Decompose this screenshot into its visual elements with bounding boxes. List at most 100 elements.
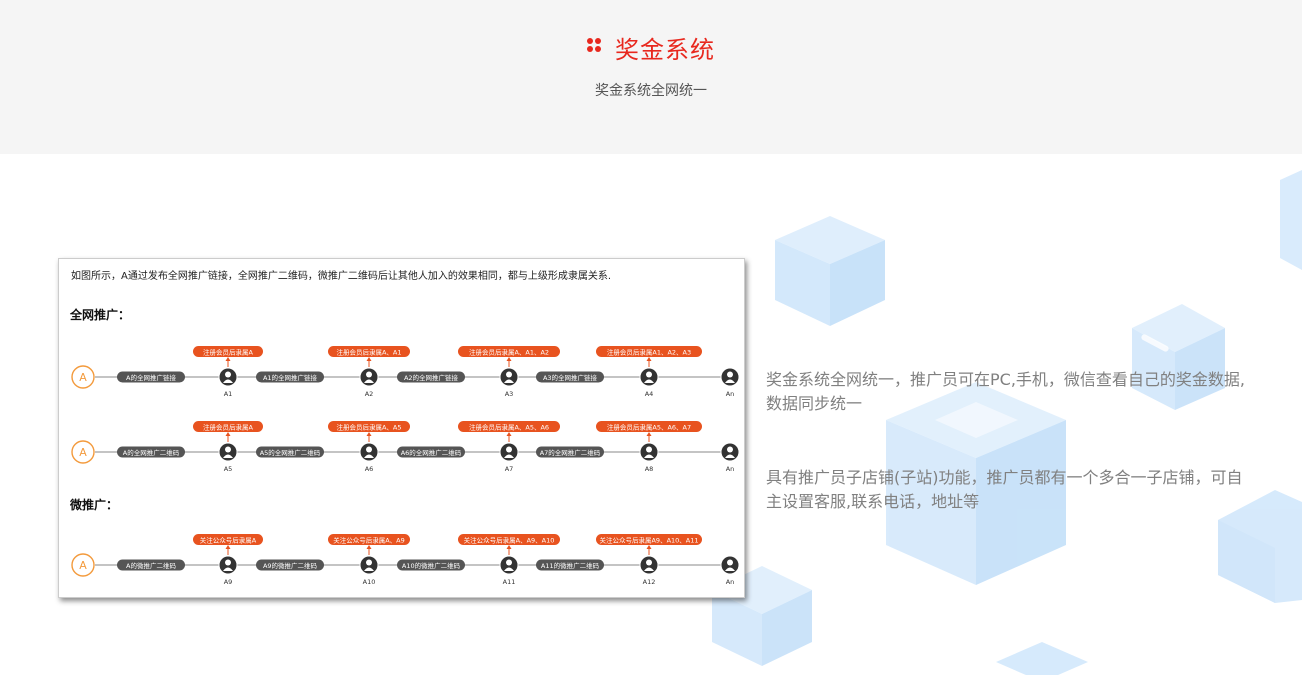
membership-tag — [193, 421, 263, 432]
link-pill-label: A的全网推广二维码 — [123, 448, 180, 457]
membership-tag — [596, 421, 702, 432]
arrow-head — [366, 545, 372, 549]
member-node-label: A2 — [365, 390, 374, 398]
arrow-head — [366, 357, 372, 361]
start-node — [71, 440, 95, 464]
link-pill — [536, 559, 604, 571]
avatar-body — [364, 379, 374, 383]
avatar-body — [364, 454, 374, 458]
section-header: 奖金系统 — [0, 30, 1302, 65]
arrow-head — [646, 432, 652, 436]
dots-grid-icon — [587, 37, 601, 52]
membership-tag — [328, 346, 410, 357]
membership-tag-label: 关注公众号后隶属A、A9 — [333, 536, 405, 545]
arrow-head — [225, 432, 231, 436]
membership-tag-label: 注册会员后隶属A、A5 — [336, 423, 401, 432]
membership-tag — [328, 421, 410, 432]
link-pill-label: A1的全网推广链接 — [263, 373, 318, 382]
start-node — [71, 365, 95, 389]
membership-tag-label: 注册会员后隶属A、A1、A2 — [469, 348, 549, 357]
member-node-label: A6 — [365, 465, 374, 473]
avatar-body — [644, 379, 654, 383]
membership-tag — [193, 346, 263, 357]
page-title: 奖金系统 — [615, 36, 715, 64]
diagram-intro: 如图所示，A通过发布全网推广链接，全网推广二维码，微推广二维码后让其他人加入的效… — [71, 271, 612, 282]
link-pill-label: A3的全网推广链接 — [543, 373, 598, 382]
avatar-head — [366, 446, 372, 453]
link-pill-label: A6的全网推广二维码 — [401, 448, 462, 457]
start-node-label: A — [79, 371, 87, 384]
start-node-label: A — [79, 446, 87, 459]
avatar-head — [727, 446, 733, 453]
end-node-label: An — [726, 390, 735, 398]
description-sub-store: 具有推广员子店铺(子站)功能，推广员都有一个多合一子店铺，可自主设置客服,联系电… — [766, 468, 1243, 511]
link-pill — [536, 446, 604, 458]
member-node-label: A1 — [224, 390, 233, 398]
avatar-body — [364, 567, 374, 571]
avatar-head — [366, 559, 372, 566]
avatar-head — [646, 371, 652, 378]
avatar-body — [725, 567, 735, 571]
start-node — [71, 553, 95, 577]
cube-icon — [775, 216, 885, 326]
link-pill-label: A7的全网推广二维码 — [540, 448, 601, 457]
avatar-head — [646, 446, 652, 453]
avatar-body — [223, 454, 233, 458]
avatar-body — [644, 454, 654, 458]
link-pill-label: A5的全网推广二维码 — [260, 448, 321, 457]
link-pill — [256, 371, 324, 383]
link-pill-label: A10的微推广二维码 — [402, 561, 461, 570]
avatar-body — [504, 454, 514, 458]
arrow-head — [506, 432, 512, 436]
avatar-head — [646, 559, 652, 566]
avatar-head — [225, 371, 231, 378]
membership-tag-label: 注册会员后隶属A1、A2、A3 — [607, 348, 691, 357]
member-node-label: A12 — [643, 578, 656, 586]
avatar-body — [504, 567, 514, 571]
membership-tag — [458, 534, 560, 545]
avatar-head — [506, 559, 512, 566]
arrow-head — [646, 545, 652, 549]
arrow-head — [225, 357, 231, 361]
membership-tag — [458, 346, 560, 357]
avatar-body — [644, 567, 654, 571]
membership-tag-label: 注册会员后隶属A、A5、A6 — [469, 423, 549, 432]
membership-tag-label: 注册会员后隶属A5、A6、A7 — [607, 423, 691, 432]
avatar-body — [725, 454, 735, 458]
avatar-head — [506, 371, 512, 378]
arrow-head — [646, 357, 652, 361]
link-pill — [397, 371, 465, 383]
avatar-body — [223, 379, 233, 383]
link-pill — [397, 559, 465, 571]
membership-tag — [193, 534, 263, 545]
cube-icon — [996, 642, 1088, 675]
membership-tag-label: 关注公众号后隶属A — [200, 536, 257, 545]
link-pill — [117, 371, 185, 383]
membership-tag-label: 注册会员后隶属A、A1 — [336, 348, 401, 357]
link-pill-label: A11的微推广二维码 — [541, 561, 600, 570]
link-pill-label: A的微推广二维码 — [126, 561, 176, 570]
member-node-label: A7 — [505, 465, 514, 473]
end-node-label: An — [726, 578, 735, 586]
arrow-head — [366, 432, 372, 436]
cube-icon — [1280, 170, 1302, 270]
referral-diagram-card: 如图所示，A通过发布全网推广链接，全网推广二维码，微推广二维码后让其他人加入的效… — [58, 258, 745, 598]
avatar-head — [727, 559, 733, 566]
member-node-label: A5 — [224, 465, 233, 473]
avatar-body — [223, 567, 233, 571]
end-node-label: An — [726, 465, 735, 473]
avatar-head — [225, 559, 231, 566]
section-title-micro: 微推广： — [70, 498, 119, 512]
member-node-label: A9 — [224, 578, 233, 586]
link-pill — [397, 446, 465, 458]
start-node-label: A — [79, 559, 87, 572]
membership-tag-label: 注册会员后隶属A — [203, 348, 254, 357]
avatar-head — [506, 446, 512, 453]
membership-tag — [328, 534, 410, 545]
membership-tag-label: 关注公众号后隶属A9、A10、A11 — [599, 536, 698, 545]
avatar-head — [366, 371, 372, 378]
link-pill — [256, 446, 324, 458]
page-subtitle: 奖金系统全网统一 — [595, 83, 707, 99]
membership-tag — [458, 421, 560, 432]
